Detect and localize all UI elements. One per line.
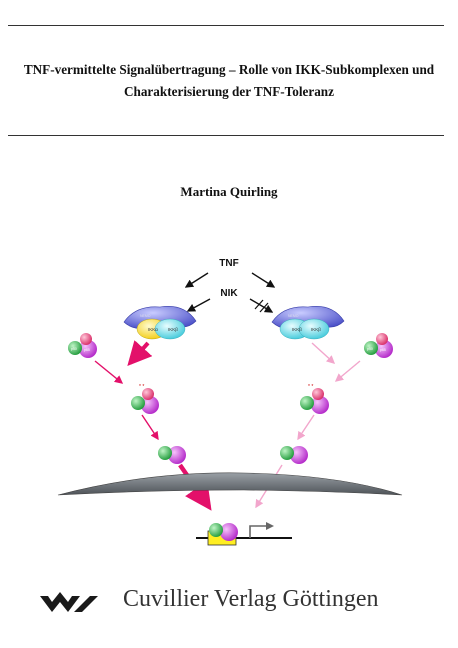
- strong-arrow-complex-left: [94, 360, 124, 384]
- dna-promoter: [196, 522, 292, 546]
- ikk-beta-label-right-1: IKKβ: [292, 327, 302, 332]
- nik-label: NIK: [220, 288, 238, 299]
- p65-label-right: p65: [380, 348, 386, 352]
- nemo-label-left: NEMO: [140, 314, 151, 318]
- ikk-alpha-label-left: IKKα: [148, 327, 158, 332]
- block-mark-1: [254, 299, 264, 310]
- nfkb-ikb-complex-left: p65 p50: [68, 333, 97, 358]
- ikk-beta-label-left: IKKβ: [168, 327, 178, 332]
- ikk-beta-label-right-2: IKKβ: [311, 327, 321, 332]
- tnf-label: TNF: [219, 258, 238, 269]
- weak-arrow-nucleus-entry-right: [297, 414, 315, 441]
- strong-arrow-nucleus-entry-left: [141, 414, 159, 441]
- block-mark-2: [259, 302, 269, 313]
- p50-label-right: p50: [367, 347, 373, 351]
- nik-right-arrow: [249, 298, 274, 313]
- nfkb-dimer-left: [158, 446, 186, 464]
- author-name: Martina Quirling: [180, 184, 278, 199]
- top-rule: [8, 25, 444, 26]
- svg-text:* *: * *: [139, 384, 144, 390]
- nemo-label-right: NEMO: [288, 314, 299, 318]
- svg-text:* *: * *: [308, 384, 313, 390]
- weak-arrow-complex-right: [334, 360, 361, 382]
- ikk-complex-left: IKKα IKKβ NEMO: [123, 306, 197, 340]
- title-line-1: TNF-vermittelte Signalübertragung – Roll…: [23, 62, 435, 77]
- phospho-complex-right: * *: [300, 384, 329, 414]
- title-line-2: Charakterisierung der TNF-Toleranz: [123, 84, 334, 99]
- cuvillier-logo-icon: [40, 592, 98, 612]
- publisher-name: Cuvillier Verlag Göttingen: [123, 586, 379, 612]
- nik-left-arrow: [186, 298, 211, 312]
- tnf-left-arrow: [184, 272, 209, 288]
- bottom-rule: [8, 135, 444, 136]
- ikk-complex-right: IKKβ IKKβ NEMO: [271, 306, 345, 340]
- phospho-complex-left: * *: [131, 384, 159, 414]
- strong-arrow-ikk-left: [127, 340, 153, 366]
- nfkb-ikb-complex-right: p65 p50: [364, 333, 393, 358]
- signaling-diagram: TNF NIK IKKα IKKβ NEMO IKKβ IKKβ NEMO: [57, 258, 403, 546]
- tnf-right-arrow: [251, 272, 276, 288]
- p65-label-left: p65: [84, 348, 90, 352]
- p50-label-left: p50: [71, 347, 77, 351]
- nfkb-dimer-right: [280, 446, 308, 464]
- nuclear-membrane: [57, 472, 403, 496]
- weak-arrow-ikk-right: [311, 342, 336, 364]
